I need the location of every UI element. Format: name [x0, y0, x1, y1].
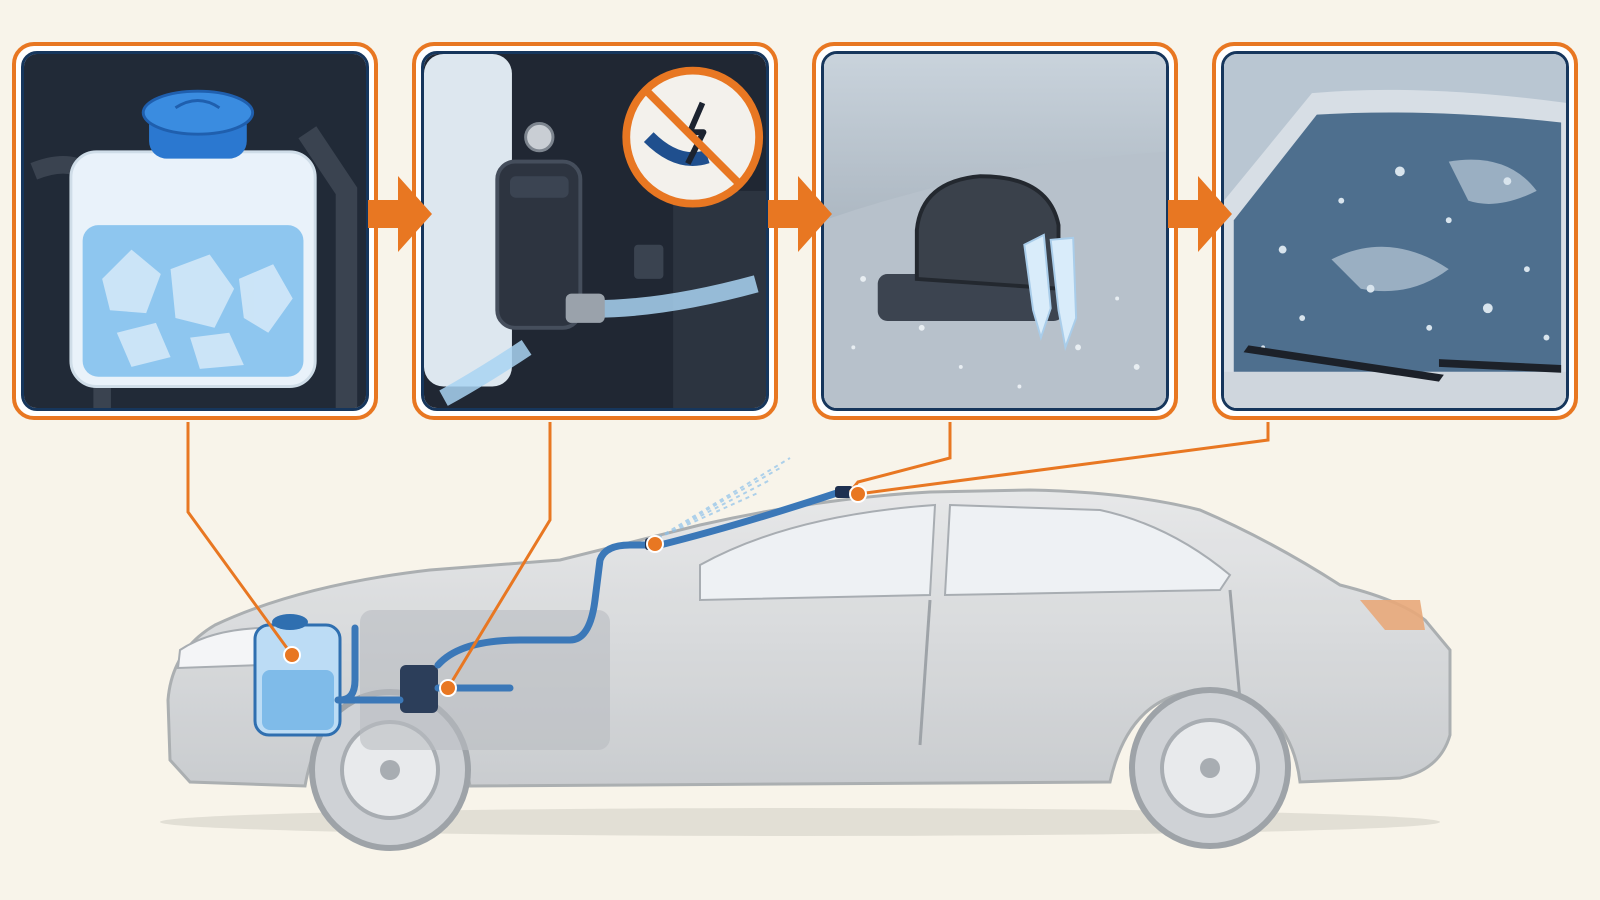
callout-line-windshield	[857, 422, 1270, 496]
callout-dot-pump	[439, 679, 457, 697]
engine-block	[360, 610, 610, 750]
car-shadow	[160, 808, 1440, 836]
step-panel-windshield	[1212, 42, 1578, 420]
panel-frame	[21, 51, 369, 411]
door-line-rear	[1228, 589, 1242, 701]
wiper-blade	[1243, 345, 1444, 382]
washer-pump-illustration	[424, 54, 766, 408]
frozen-reservoir-illustration	[24, 54, 366, 408]
callout-dot-windshield	[849, 485, 867, 503]
nozzle-body	[914, 174, 1061, 291]
headlight	[176, 626, 264, 670]
frozen-nozzle-illustration	[824, 54, 1166, 408]
callout-line-reservoir	[186, 422, 294, 656]
tail-light	[1360, 600, 1425, 630]
reservoir-cap	[141, 89, 255, 136]
callout-lines	[186, 422, 1270, 689]
pump-body	[495, 159, 583, 330]
flow-arrow-1	[368, 176, 432, 252]
flow-arrow-2	[768, 176, 832, 252]
callout-line-nozzle	[848, 422, 952, 493]
rear-window	[943, 503, 1232, 597]
panel-frame	[421, 51, 769, 411]
wiper-blade-right	[1438, 359, 1562, 373]
step-panel-pump	[412, 42, 778, 420]
washer-hose	[334, 488, 844, 704]
panel-frame	[1221, 51, 1569, 411]
door-line-front	[918, 599, 932, 746]
panel-frame	[821, 51, 1169, 411]
frosted-windshield-illustration	[1224, 54, 1566, 408]
roof-nozzle	[835, 486, 853, 498]
callout-line-pump	[446, 422, 552, 689]
reservoir-in-car	[253, 614, 342, 737]
washer-spray	[657, 457, 791, 539]
flow-arrow-3	[1168, 176, 1232, 252]
callout-dot-reservoir	[283, 646, 301, 664]
no-power-icon	[622, 66, 764, 208]
front-window	[699, 503, 937, 602]
callout-dots	[283, 485, 867, 697]
ice-icicles	[1023, 233, 1078, 352]
step-panel-nozzle	[812, 42, 1178, 420]
windshield-glass	[1233, 112, 1562, 372]
rear-wheel	[1129, 687, 1291, 849]
step-panel-reservoir	[12, 42, 378, 420]
callout-dot-nozzle	[646, 535, 664, 553]
pump-in-car	[400, 665, 438, 713]
